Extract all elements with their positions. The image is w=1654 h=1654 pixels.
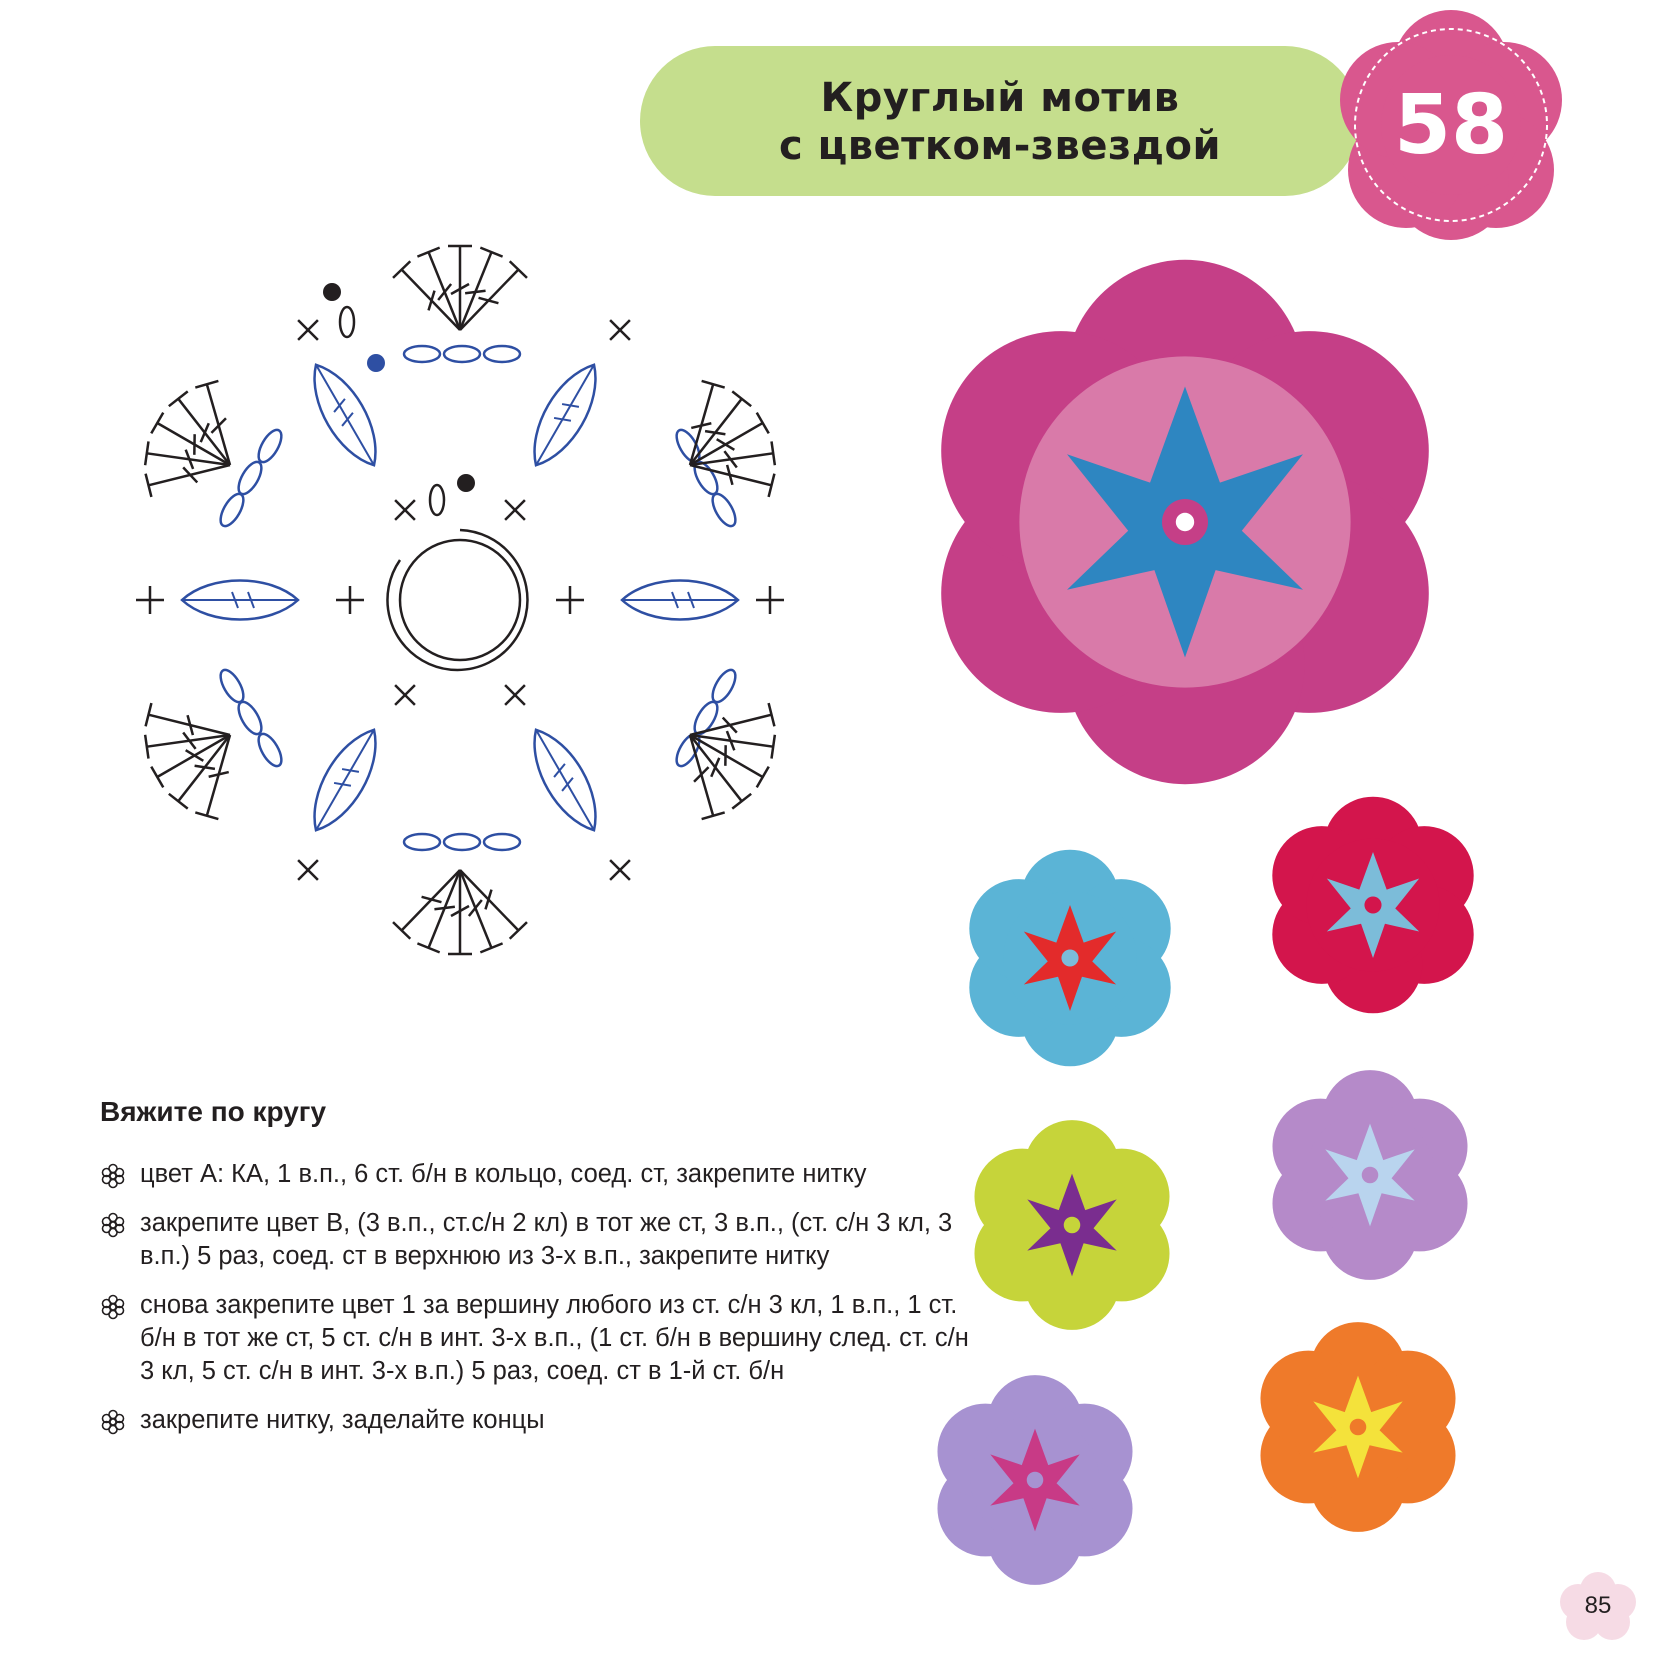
flower-bullet-icon [101,1212,125,1238]
instruction-step: цвет А: КА, 1 в.п., 6 ст. б/н в кольцо, … [100,1158,980,1191]
page-number-flower-icon [1560,1572,1636,1640]
flower-bullet-icon [101,1294,125,1320]
instruction-text: закрепите нитку, заделайте концы [140,1406,545,1434]
motif-violet-magenta-photo [937,1375,1133,1585]
title-line-1: Круглый мотив [820,75,1180,121]
number-badge-flower-icon [1340,10,1562,240]
motif-photos [937,259,1474,1585]
title-line-2: с цветком-звездой [778,123,1222,169]
round-3-fans [124,246,796,954]
motif-orange-yellow-photo [1260,1322,1456,1532]
large-motif-photo [941,259,1429,785]
instructions-heading: Вяжите по кругу [100,1096,327,1127]
instruction-text: цвет А: КА, 1 в.п., 6 ст. б/н в кольцо, … [140,1160,867,1188]
flower-bullet-icon [101,1163,125,1189]
crochet-chart-diagram [100,210,900,1070]
magic-ring-icon [386,528,529,672]
flower-bullet-icon [101,1409,125,1435]
round-1-stitches [334,474,586,717]
instruction-text: закрепите цвет B, (3 в.п., ст.с/н 2 кл) … [140,1209,953,1270]
motif-lime-purple-photo [974,1120,1170,1330]
instructions-list: цвет А: КА, 1 в.п., 6 ст. б/н в кольцо, … [100,1158,980,1453]
instruction-text: снова закрепите цвет 1 за вершину любого… [140,1291,969,1385]
round-2-clusters [180,344,742,852]
motif-crimson-lightblue-photo [1272,796,1474,1014]
instruction-step: закрепите нитку, заделайте концы [100,1404,980,1437]
instruction-step: снова закрепите цвет 1 за вершину любого… [100,1289,980,1388]
page-number: 85 [1584,1592,1612,1619]
instruction-step: закрепите цвет B, (3 в.п., ст.с/н 2 кл) … [100,1207,980,1273]
title-banner [640,46,1360,196]
pattern-number: 58 [1393,77,1509,173]
motif-lilac-pale-photo [1272,1070,1468,1280]
page-title: Круглый мотив с цветком-звездой [640,74,1360,170]
motif-blue-red-photo [969,849,1171,1067]
